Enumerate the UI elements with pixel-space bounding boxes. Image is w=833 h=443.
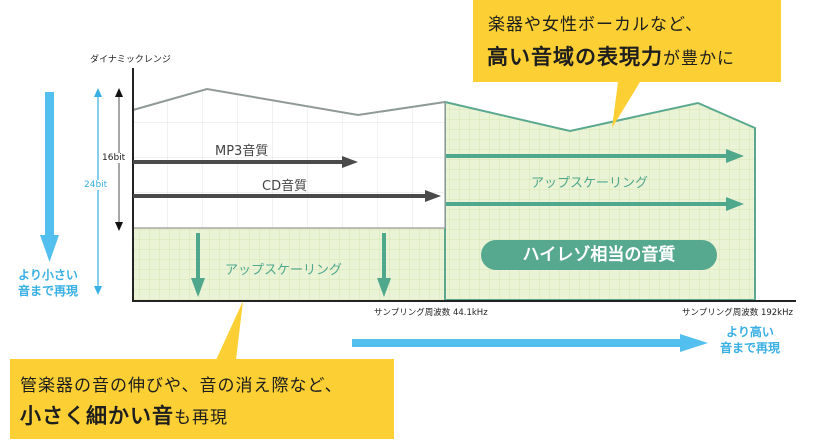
callout-bottom: 管楽器の音の伸びや、音の消え際など、 小さく細かい音も再現 xyxy=(10,359,394,439)
bit16-label: 16bit xyxy=(102,153,126,163)
callout-top-line2: 高い音域の表現力が豊かに xyxy=(487,41,735,71)
mp3-label: MP3音質 xyxy=(215,144,269,159)
callout-bottom-line1: 管楽器の音の伸びや、音の消え際など、 xyxy=(20,376,343,396)
callout-bottom-line2: 小さく細かい音も再現 xyxy=(20,400,228,430)
x-tick-192khz: サンプリング周波数 192kHz xyxy=(682,308,793,318)
bit24-label: 24bit xyxy=(84,180,108,190)
callout-top-line1: 楽器や女性ボーカルなど、 xyxy=(488,15,704,35)
smaller-sound-label: より小さい 音まで再現 xyxy=(12,267,84,299)
callout-top-emphasis: 高い音域の表現力 xyxy=(487,45,663,69)
smaller-sound-line1: より小さい xyxy=(18,268,78,282)
x-tick-44khz: サンプリング周波数 44.1kHz xyxy=(374,308,488,318)
callout-bottom-emphasis: 小さく細かい音 xyxy=(20,404,174,428)
mp3-arrow xyxy=(133,156,358,168)
higher-sound-line2: 音まで再現 xyxy=(719,341,780,355)
callout-bottom-rest: も再現 xyxy=(174,408,228,428)
smaller-sound-arrow xyxy=(40,92,59,262)
higher-sound-arrow xyxy=(352,334,708,352)
callout-top: 楽器や女性ボーカルなど、 高い音域の表現力が豊かに xyxy=(473,0,781,82)
cd-arrow xyxy=(133,190,441,202)
hires-quality-badge: ハイレゾ相当の音質 xyxy=(481,240,717,270)
higher-sound-line1: より高い xyxy=(726,325,774,339)
y-axis-label: ダイナミックレンジ xyxy=(90,55,171,65)
bit24-range-arrow xyxy=(94,88,102,295)
smaller-sound-line2: 音まで再現 xyxy=(17,284,78,298)
cd-label: CD音質 xyxy=(262,179,308,194)
upscale-arrow-down-right xyxy=(377,233,391,297)
upscaling-vertical-label: アップスケーリング xyxy=(225,263,343,278)
upscale-arrow-down-left xyxy=(191,233,205,297)
hires-area-top xyxy=(444,100,756,301)
callout-bottom-tail xyxy=(216,301,243,360)
upscaling-horizontal-label: アップスケーリング xyxy=(531,176,649,191)
higher-sound-label: より高い 音まで再現 xyxy=(714,324,786,356)
callout-top-tail xyxy=(612,82,640,128)
callout-top-rest: が豊かに xyxy=(663,49,735,69)
upscale-arrow-top xyxy=(446,149,744,163)
cd-dynamic-line xyxy=(132,87,446,117)
upscale-arrow-bottom xyxy=(446,197,744,211)
